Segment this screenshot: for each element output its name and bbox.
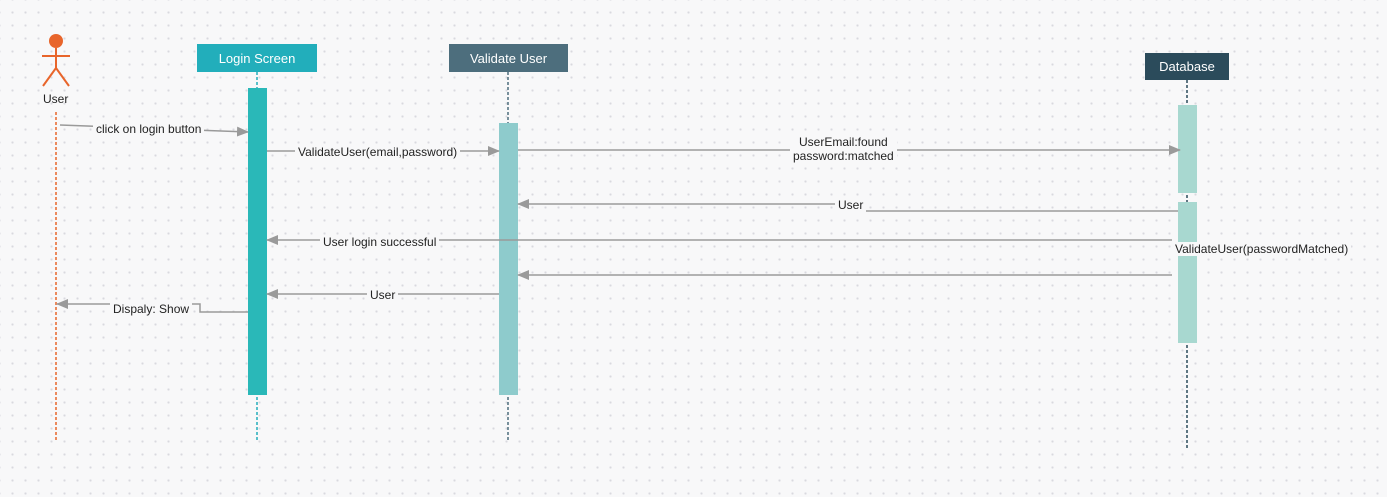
login-screen-title: Login Screen xyxy=(218,50,296,66)
login-screen-header[interactable]: Login Screen xyxy=(197,44,317,72)
database-activation-2[interactable] xyxy=(1178,202,1197,343)
database-activation-1[interactable] xyxy=(1178,105,1197,193)
validate-user-header[interactable]: Validate User xyxy=(449,44,568,72)
message-label-display-show: Dispaly: Show xyxy=(110,302,193,316)
user-actor-icon[interactable] xyxy=(42,34,70,87)
user-actor-label: User xyxy=(43,92,69,106)
database-header[interactable]: Database xyxy=(1145,53,1229,80)
message-label-click-login: click on login button xyxy=(93,122,205,136)
message-label-user-to-login: User xyxy=(367,288,399,302)
database-title: Database xyxy=(1159,59,1215,74)
message-label-password-matched: ValidateUser(passwordMatched) xyxy=(1172,242,1352,256)
validate-user-activation[interactable] xyxy=(499,123,518,395)
message-label-email-found: UserEmail:found password:matched xyxy=(790,135,897,163)
login-screen-activation[interactable] xyxy=(248,88,267,395)
message-label-validate-user: ValidateUser(email,password) xyxy=(295,145,461,159)
message-label-user-return: User xyxy=(835,198,867,212)
validate-user-title: Validate User xyxy=(469,50,548,66)
message-label-login-successful: User login successful xyxy=(320,235,440,249)
message-label-email-line: UserEmail:found xyxy=(799,135,888,149)
message-label-password-line: password:matched xyxy=(793,149,894,163)
